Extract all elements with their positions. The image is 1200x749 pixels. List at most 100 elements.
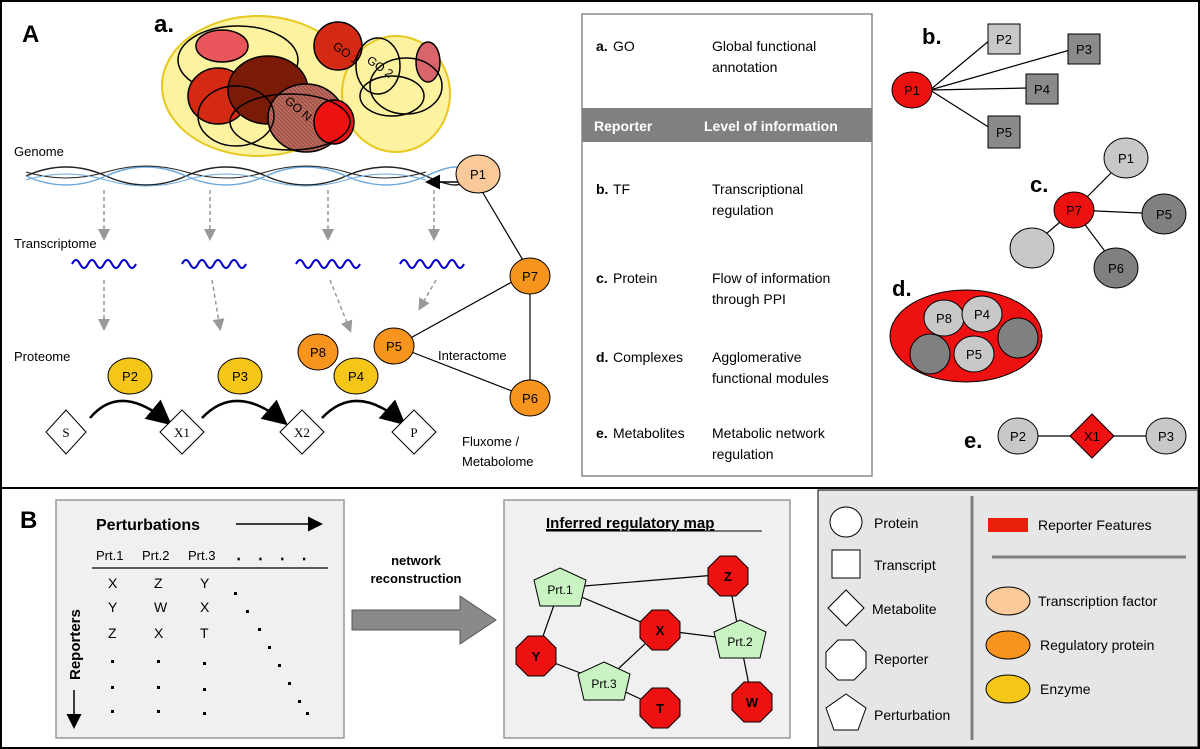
enzyme-p2-label: P2	[122, 369, 138, 384]
legend-reporter-features: Reporter Features	[1038, 517, 1152, 533]
legend-tf-swatch	[985, 586, 1031, 616]
reg-node-p8	[297, 333, 339, 371]
genome-dna-helix	[25, 165, 464, 187]
reg-node-p7-label: P7	[522, 269, 538, 284]
legend-perturbation: Perturbation	[874, 707, 950, 723]
map-reporter-w: W	[746, 695, 759, 710]
legend-transcript: Transcript	[874, 557, 936, 573]
expression-arrows	[98, 190, 440, 333]
table-row-c-desc2: through PPI	[712, 291, 786, 307]
metabolite-x1-label: X1	[174, 425, 190, 440]
table-row-b-desc1: Transcriptional	[712, 181, 803, 197]
mrna-waves	[71, 259, 465, 269]
metabolite-s-label: S	[62, 425, 69, 440]
matrix-cell: Z	[108, 625, 117, 641]
tf-node-p1-label: P1	[470, 167, 486, 182]
inset-b-p2: P2	[996, 32, 1012, 47]
inset-d-label: d.	[892, 276, 912, 301]
map-prt1: Prt.1	[547, 583, 573, 597]
reporter-table: a. GO Global functional annotation Repor…	[581, 13, 873, 477]
table-row-d-desc1: Agglomerative	[712, 349, 802, 365]
table-header-col2: Level of information	[704, 118, 838, 134]
table-row-d-name: Complexes	[613, 349, 683, 365]
legend-regulatory: Regulatory protein	[1040, 637, 1154, 653]
inset-b-p1: P1	[904, 83, 920, 98]
map-prt2: Prt.2	[727, 635, 753, 649]
table-row-e-letter: e.	[596, 425, 608, 441]
perturbation-matrix: Perturbations Prt.1 Prt.2 Prt.3 ․ ․ ․ ․ …	[55, 499, 345, 739]
metabolite-p-label: P	[410, 425, 417, 440]
inset-b-p4: P4	[1034, 82, 1050, 97]
table-row-b-letter: b.	[596, 181, 608, 197]
legend-regulatory-swatch	[985, 630, 1031, 660]
matrix-col-prt2: Prt.2	[142, 548, 169, 563]
map-reporter-z: Z	[724, 569, 732, 584]
inset-b-p5: P5	[996, 125, 1012, 140]
legend-enzyme-swatch	[985, 674, 1031, 704]
map-reporter-x: X	[656, 623, 665, 638]
interactome-label: Interactome	[438, 348, 507, 363]
table-row-a-desc1: Global functional	[712, 38, 816, 54]
metabolite-x2: X2	[279, 409, 325, 455]
inferred-regulatory-map: Inferred regulatory map Prt.1 Prt.2 Prt.…	[503, 499, 791, 739]
reg-node-p5-label: P5	[386, 339, 402, 354]
legend-reporter: Reporter	[874, 651, 929, 667]
table-row-a-name: GO	[613, 38, 635, 54]
reg-node-p8-label: P8	[310, 345, 326, 360]
matrix-cell: W	[154, 599, 168, 615]
table-row-d-letter: d.	[596, 349, 608, 365]
matrix-cell: Y	[200, 575, 210, 591]
metabolite-x1: X1	[159, 409, 205, 455]
perturbations-label: Perturbations	[96, 517, 200, 534]
table-row-e-desc2: regulation	[712, 446, 774, 462]
matrix-cell: T	[200, 625, 209, 641]
metabolome-label: Metabolome	[462, 454, 534, 469]
metabolite-p: P	[391, 409, 437, 455]
inset-e-p2: P2	[1010, 429, 1026, 444]
inset-c-ppi-network: c. P1 P5 P6 P7	[1009, 137, 1187, 289]
map-title: Inferred regulatory map	[546, 515, 714, 532]
matrix-cell: X	[108, 575, 118, 591]
table-row-a-letter: a.	[596, 38, 608, 54]
tf-node-p1	[455, 154, 501, 194]
inset-c-p5: P5	[1156, 207, 1172, 222]
reg-node-p6	[509, 379, 551, 417]
genome-label: Genome	[14, 144, 64, 159]
panel-b-label: B	[20, 507, 37, 534]
legend-enzyme: Enzyme	[1040, 681, 1091, 697]
inset-c-p6: P6	[1108, 261, 1124, 276]
panel-a-sub-a: a.	[154, 11, 174, 38]
transcriptome-label: Transcriptome	[14, 236, 97, 251]
inset-c-p7: P7	[1066, 203, 1082, 218]
inset-e-p3: P3	[1158, 429, 1174, 444]
reporters-label: Reporters	[67, 609, 84, 680]
reconstruction-label-2: reconstruction	[370, 571, 461, 586]
go-annotation-cluster: GO 1 GO 2 GO N	[161, 15, 451, 157]
inset-d-p5: P5	[966, 347, 982, 362]
inset-c-label: c.	[1030, 172, 1048, 197]
enzyme-p4-label: P4	[348, 369, 364, 384]
legend-reporter-features-swatch	[988, 518, 1028, 532]
inset-b-tf-network: b. P1 P2 P3 P4 P5	[891, 23, 1101, 149]
fluxome-label: Fluxome /	[462, 434, 519, 449]
legend-reporter-icon	[825, 639, 867, 681]
table-row-d-desc2: functional modules	[712, 370, 829, 386]
legend: Protein Transcript Metabolite Reporter P…	[817, 489, 1199, 748]
panel-a-label: A	[22, 21, 39, 48]
reg-node-p6-label: P6	[522, 391, 538, 406]
matrix-col-prt1: Prt.1	[96, 548, 123, 563]
matrix-col-prt3: Prt.3	[188, 548, 215, 563]
legend-metabolite-icon	[827, 589, 865, 627]
table-row-e-name: Metabolites	[613, 425, 685, 441]
enzyme-p3-label: P3	[232, 369, 248, 384]
enzyme-p4	[333, 357, 379, 395]
inset-e-label: e.	[964, 428, 982, 453]
legend-tf: Transcription factor	[1038, 593, 1158, 609]
table-row-c-letter: c.	[596, 270, 608, 286]
inset-e-metabolite: e. P2 X1 P3	[964, 413, 1187, 459]
table-row-b-name: TF	[613, 181, 630, 197]
enzyme-p2	[107, 357, 153, 395]
reconstruction-label-1: network	[391, 553, 442, 568]
